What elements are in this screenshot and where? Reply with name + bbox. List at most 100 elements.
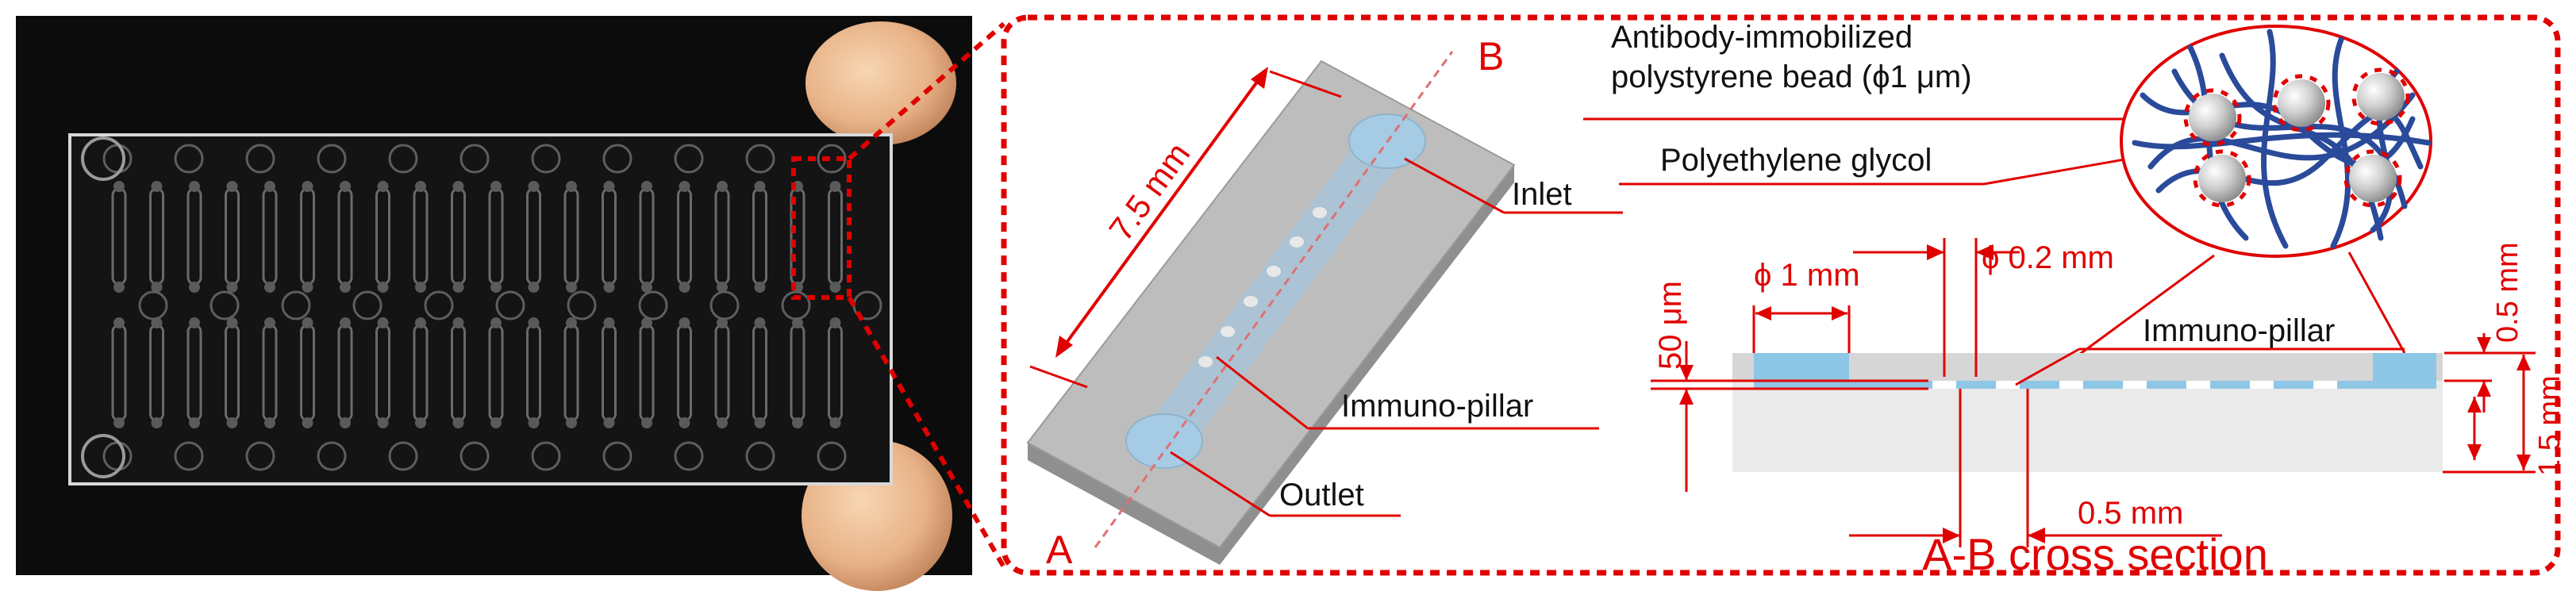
well [531, 144, 561, 174]
well [317, 144, 347, 174]
well [317, 441, 347, 471]
pillar-dot [302, 317, 313, 328]
pillar-dot [717, 181, 728, 192]
pillar-dot [151, 417, 163, 428]
pillar-dot [264, 181, 275, 192]
pillar-dot [113, 317, 125, 328]
pillar-dot [679, 317, 690, 328]
pillar-dot [566, 417, 577, 428]
chip-photo [16, 16, 972, 591]
channel-3d [1141, 125, 1410, 458]
well [459, 441, 490, 471]
bottom-layer [1732, 381, 2443, 472]
pillar-dot [679, 282, 690, 293]
well [674, 144, 704, 174]
zoom-region [791, 156, 852, 300]
cross-section-title: A-B cross section [1922, 529, 2268, 579]
well [781, 290, 811, 320]
antibody-ring [2193, 149, 2251, 208]
well [424, 290, 454, 320]
pillar-dot [377, 417, 389, 428]
outlet-label: Outlet [1279, 478, 1364, 512]
section-line-ab [1094, 51, 1454, 548]
outlet-well [1125, 413, 1203, 469]
well [174, 144, 204, 174]
pillar-dot [603, 417, 615, 428]
pillar-dot [452, 181, 464, 192]
total-height-label: 1.5 mm [2533, 375, 2566, 476]
well [388, 441, 418, 471]
well [638, 290, 668, 320]
well [352, 290, 383, 320]
pillar-dot [792, 417, 803, 428]
bead-label-line2: polystyrene bead (ϕ1 μm) [1611, 59, 1972, 94]
pillar-dot [603, 317, 615, 328]
well [817, 441, 847, 471]
pillar-dot [641, 317, 652, 328]
inlet-hole [2373, 353, 2436, 385]
pillar-dot [528, 417, 540, 428]
pillar-dot [829, 181, 841, 192]
pillar-dot [189, 317, 200, 328]
pillar-dot [679, 181, 690, 192]
inlet-leader [1404, 157, 1505, 214]
bead [2278, 79, 2325, 127]
pillar-dot [264, 282, 275, 293]
pillar-dot [377, 181, 389, 192]
pillar-dot [641, 282, 652, 293]
pillar-leader [1216, 355, 1309, 430]
dimension-line [1060, 74, 1263, 351]
depth-label: 50 μm [1653, 281, 1688, 370]
finger-top [805, 21, 956, 145]
pillar-dot [226, 181, 238, 192]
pillar-dot [340, 317, 351, 328]
pillar-dot [641, 417, 652, 428]
pillar-dot [528, 181, 540, 192]
pillar-dot [566, 317, 577, 328]
pillar-dot [226, 282, 238, 293]
well [602, 144, 632, 174]
pillar-dot [566, 181, 577, 192]
pillar-dot [415, 417, 426, 428]
top-layer-label: 0.5 mm [2491, 242, 2524, 343]
well [602, 441, 632, 471]
pillar-dot [452, 282, 464, 293]
section-pillar [2250, 381, 2274, 389]
pillar-dot [415, 181, 426, 192]
pillar-dot [151, 282, 163, 293]
well [210, 290, 240, 320]
pillar-dot [1267, 266, 1281, 277]
pillar-dot [415, 317, 426, 328]
pillar-dot [302, 282, 313, 293]
pillar-dot [189, 417, 200, 428]
zoom-connector-bottom [847, 296, 1006, 569]
pillar-dot [377, 317, 389, 328]
pillar-dot [377, 282, 389, 293]
pillar-dot [641, 181, 652, 192]
section-pillar [2313, 381, 2337, 389]
bead [2349, 155, 2397, 202]
pillar-dot [189, 282, 200, 293]
pillar-dot [113, 181, 125, 192]
pillar-dot [151, 181, 163, 192]
pillar-dot [829, 417, 841, 428]
antibody-ring [2351, 67, 2410, 126]
well [495, 290, 525, 320]
antibody-ring [2343, 149, 2402, 208]
outlet-hole [1754, 353, 1849, 385]
pillar-dot [717, 282, 728, 293]
pillar-dot [151, 317, 163, 328]
section-pillar [1932, 381, 1956, 389]
pillar-dot [1290, 236, 1304, 248]
peg-label: Polyethylene glycol [1660, 143, 1932, 178]
pillar-dot [754, 417, 766, 428]
pillar-dot [490, 317, 502, 328]
pillar-dot [1198, 356, 1213, 367]
pillar-dot [189, 181, 200, 192]
pillar-dot [490, 417, 502, 428]
pillar-diameter-label: ϕ 0.2 mm [1982, 240, 2114, 275]
section-pillar-label: Immuno-pillar [2143, 313, 2335, 348]
section-pillar [2186, 381, 2210, 389]
channel-section [1857, 381, 2363, 389]
